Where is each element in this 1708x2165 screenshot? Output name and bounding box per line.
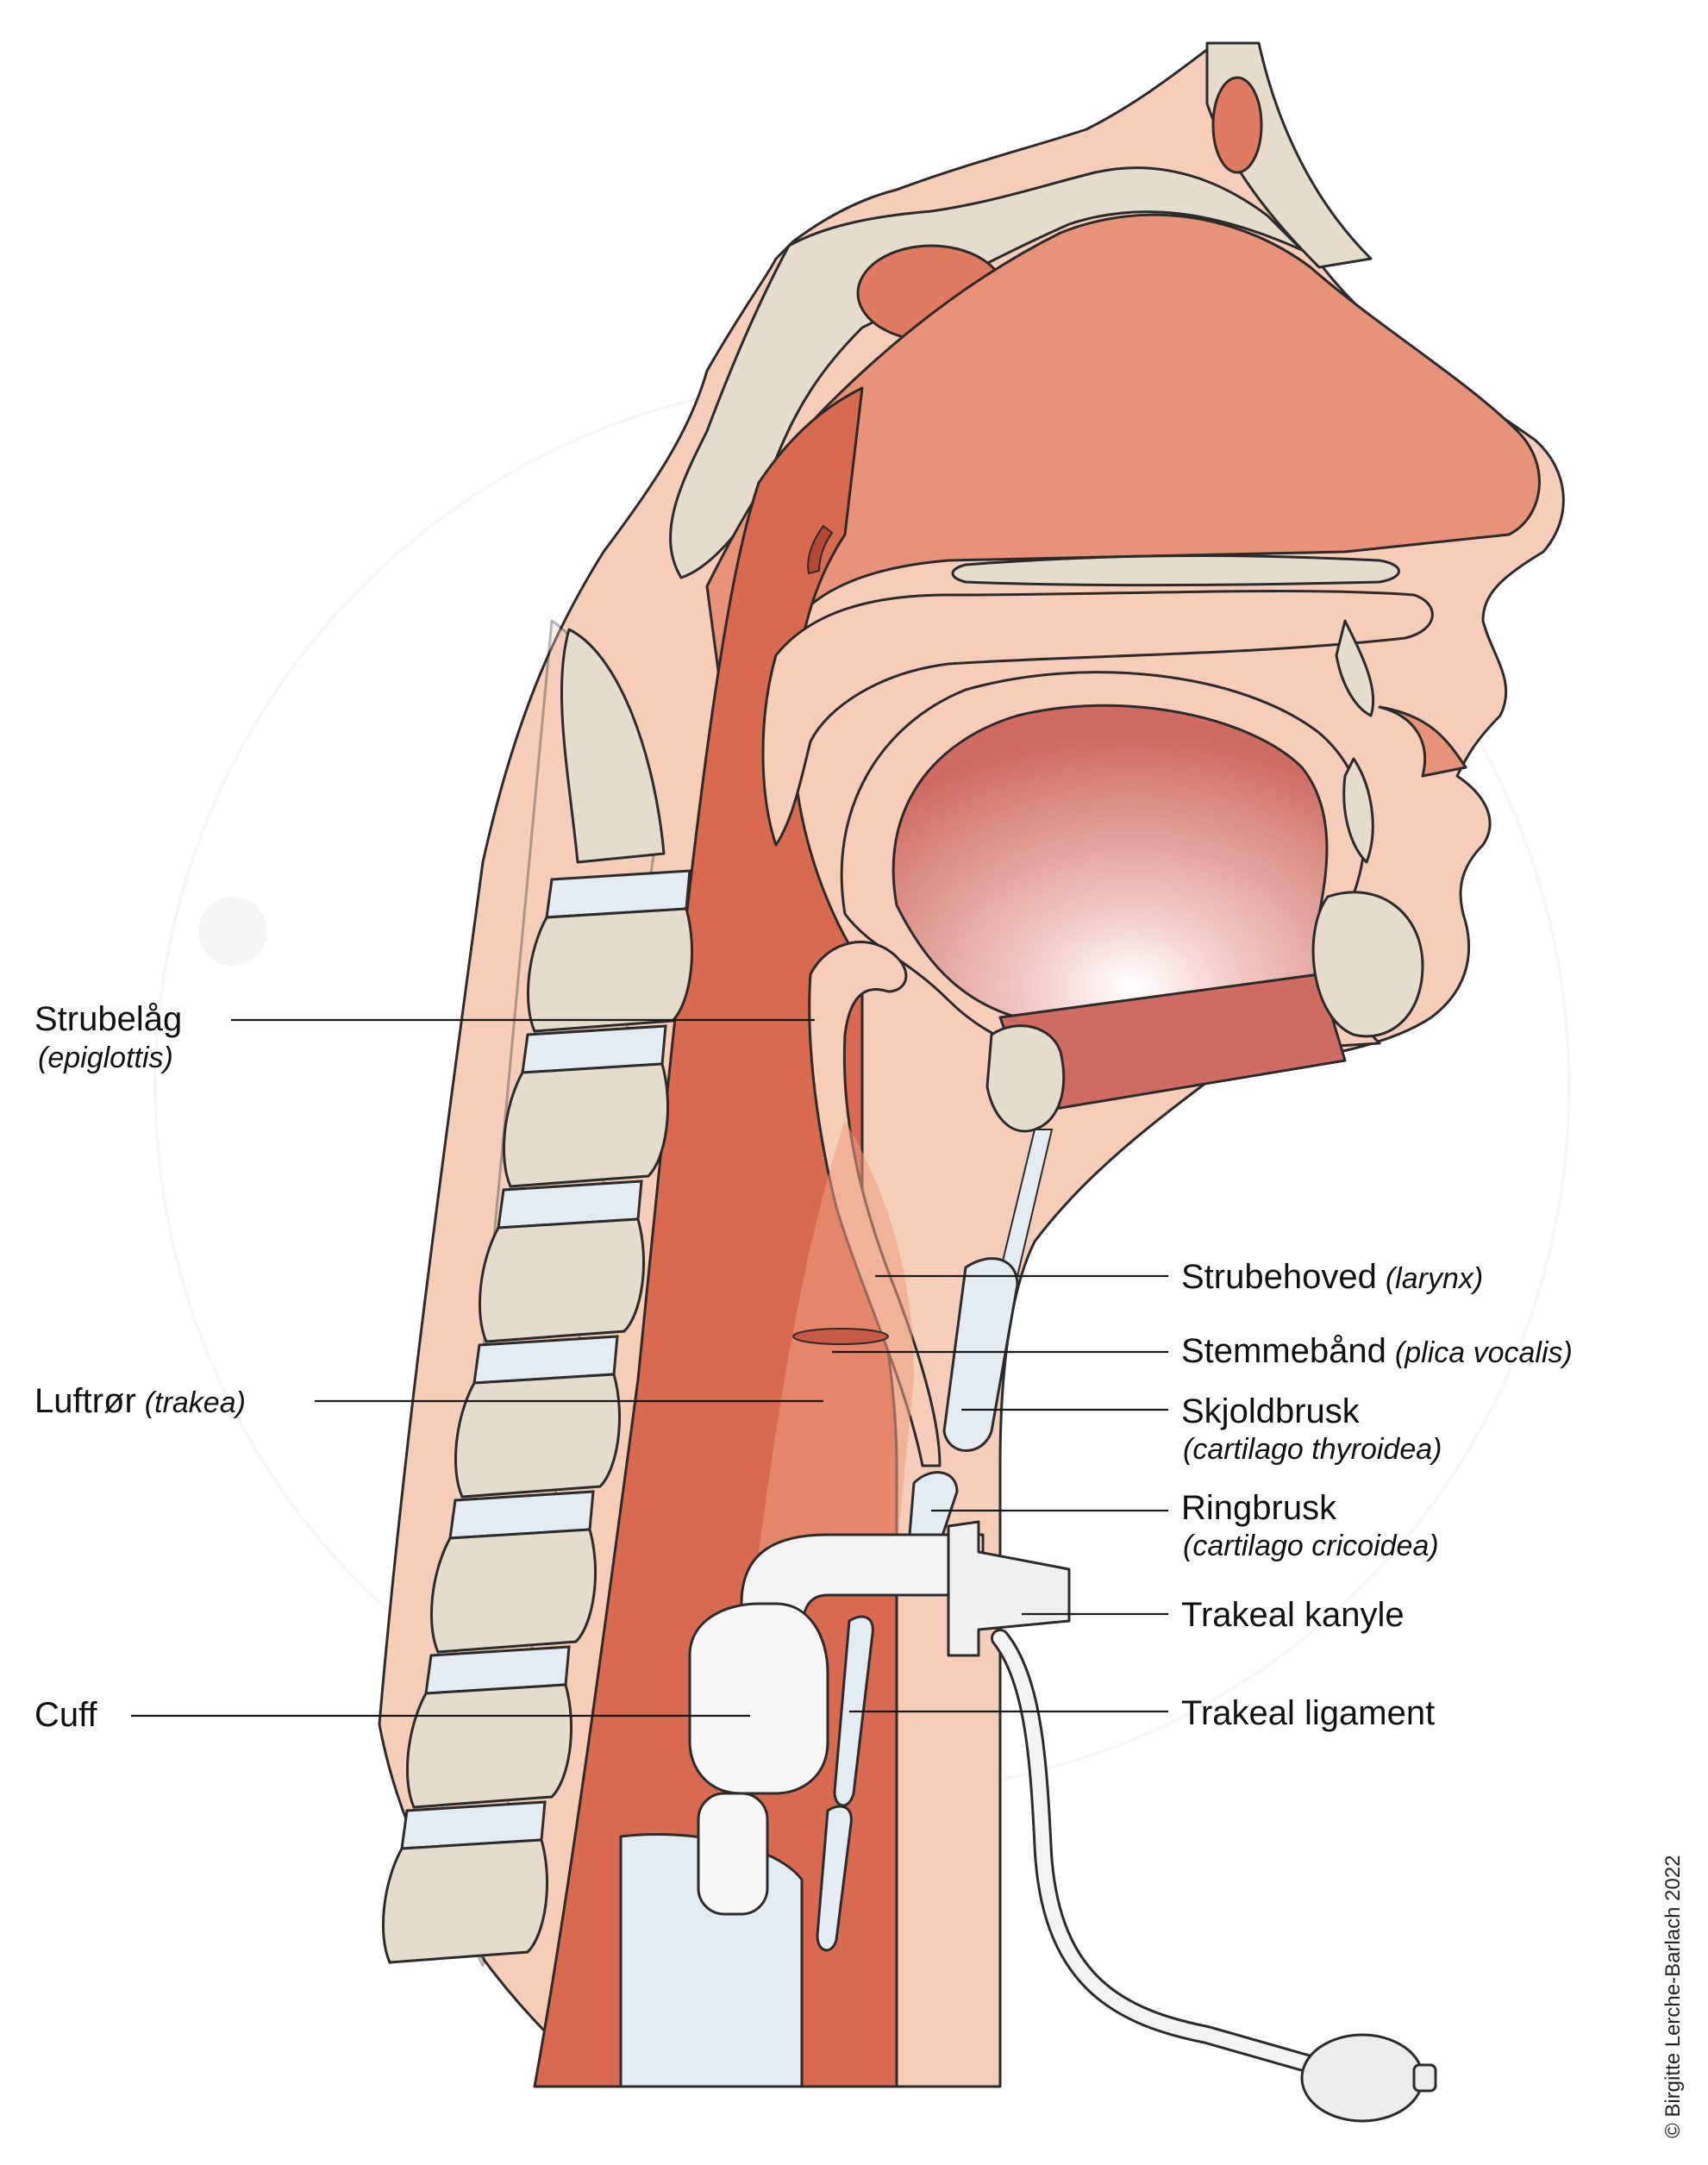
nasal-cavity: [705, 213, 1541, 847]
vertebral-body: [503, 1062, 670, 1188]
larynx-lumen: [759, 1121, 914, 1552]
labels-left: Strubelåg (epiglottis) Luftrør (trakea) C…: [34, 1000, 246, 1734]
label-cricoid-latin: (cartilago cricoidea): [1183, 1530, 1439, 1562]
label-thyroid-name: Skjoldbrusk: [1181, 1392, 1361, 1430]
label-trachea: Luftrør (trakea): [34, 1382, 246, 1420]
label-vocal-cords-name: Stemmebånd: [1181, 1332, 1386, 1370]
vertebral-body: [382, 1838, 549, 1964]
label-larynx-name: Strubehoved: [1181, 1258, 1377, 1296]
label-vocal-cords-latin: (plica vocalis): [1395, 1336, 1573, 1369]
teeth-lips: [1311, 619, 1467, 1038]
label-tracheal-cannula: Trakeal kanyle: [1181, 1596, 1405, 1634]
vertebral-body: [406, 1683, 573, 1809]
leader-lines: [131, 1018, 1168, 1718]
label-larynx-latin: (larynx): [1386, 1262, 1483, 1295]
vertebral-body: [479, 1217, 646, 1343]
label-tracheal-ligament: Trakeal ligament: [1181, 1694, 1435, 1732]
label-cuff: Cuff: [34, 1696, 98, 1734]
label-epiglottis-latin: (epiglottis): [38, 1042, 173, 1074]
label-cricoid-name: Ringbrusk: [1181, 1489, 1337, 1527]
label-trachea-name: Luftrør: [34, 1382, 136, 1420]
tongue: [840, 671, 1381, 1114]
labels-right: Strubehoved (larynx) Stemmebånd (plica voc…: [1181, 1258, 1573, 1732]
label-larynx: Strubehoved (larynx): [1181, 1258, 1483, 1296]
label-vocal-cords: Stemmebånd (plica vocalis): [1181, 1332, 1573, 1370]
hard-palate: [761, 554, 1434, 847]
spinal-column: [382, 619, 694, 1968]
label-epiglottis-name: Strubelåg: [34, 1000, 182, 1038]
label-thyroid-latin: (cartilago thyroidea): [1183, 1433, 1442, 1466]
label-trachea-latin: (trakea): [145, 1386, 246, 1419]
tracheal-cannula-device: [688, 1520, 1437, 2123]
vertebral-body: [430, 1528, 597, 1654]
vertebral-body: [454, 1373, 622, 1499]
copyright-notice: © Birgitte Lerche-Barlach 2022: [1661, 1855, 1685, 2138]
vertebral-body: [527, 907, 694, 1033]
